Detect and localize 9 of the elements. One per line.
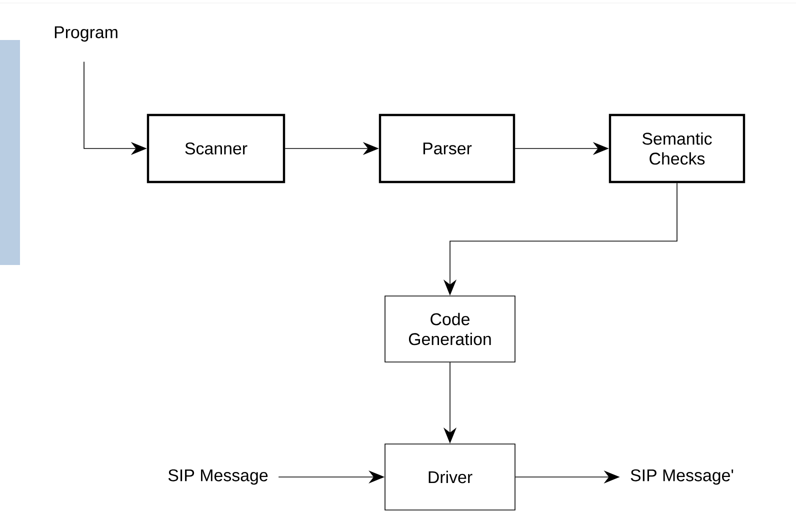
process-box: Driver (384, 444, 516, 510)
process-box: Parser (378, 114, 516, 184)
process-box: Semantic Checks (608, 114, 746, 184)
process-box: Scanner (146, 114, 286, 184)
io-label: SIP Message (168, 469, 268, 485)
process-box: Code Generation (384, 296, 516, 362)
io-label: Program (54, 26, 118, 42)
sidebar-band (0, 40, 20, 265)
io-label: SIP Message' (630, 469, 734, 485)
